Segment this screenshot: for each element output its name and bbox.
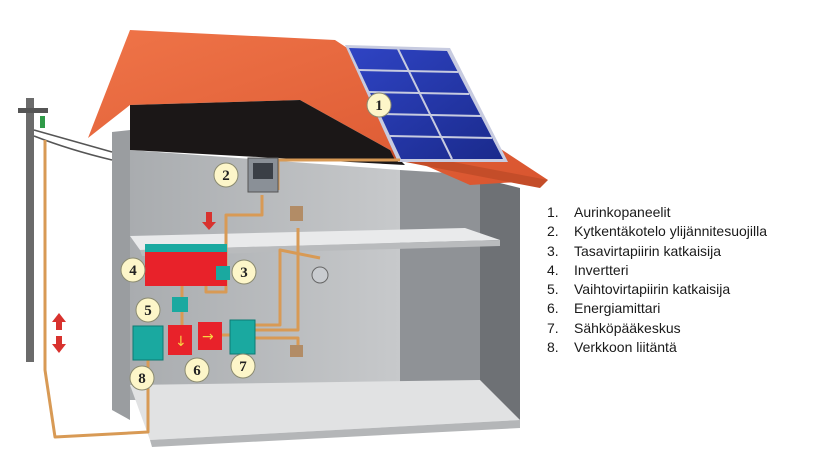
- cable-main-to-socket: [255, 228, 300, 332]
- arrow-up-icon: [52, 313, 66, 330]
- panel-grid-line: [389, 135, 493, 139]
- callout-3: 3: [231, 259, 257, 285]
- attic-shadow: [130, 100, 405, 165]
- energy-meter-b: [198, 322, 222, 350]
- pole-insulator: [40, 116, 45, 128]
- pole: [26, 98, 34, 362]
- inverter-box: [145, 248, 227, 286]
- svg-text:1: 1: [375, 98, 383, 114]
- legend-item: 5.Vaihtovirtapiirin katkaisija: [547, 281, 731, 298]
- service-wire: [33, 135, 113, 161]
- component-legend: 1.Aurinkopaneelit 2.Kytkentäkotelo ylijä…: [547, 203, 825, 357]
- ground-floor: [130, 380, 520, 440]
- solar-panel: [345, 45, 508, 162]
- legend-item: 6.Energiamittari: [547, 300, 661, 317]
- meter-arrow-icon: ↓: [175, 334, 187, 350]
- components: ↓ →: [132, 157, 329, 361]
- callout-6: 6: [184, 357, 210, 383]
- cable-main-to-lamp: [255, 248, 321, 327]
- pole-crossarm: [18, 108, 48, 113]
- callouts: 1 2 3 4 5 6 7 8: [120, 92, 392, 391]
- svg-text:5: 5: [144, 303, 152, 319]
- ac-switch: [172, 297, 188, 312]
- dc-switch: [216, 266, 230, 280]
- svg-text:4: 4: [129, 263, 137, 279]
- cables: [43, 140, 400, 439]
- floor-front-edge: [150, 420, 520, 447]
- callout-7: 7: [230, 353, 256, 379]
- legend-item: 4.Invertteri: [547, 261, 629, 278]
- callout-4: 4: [120, 257, 146, 283]
- right-outer-wall: [480, 178, 520, 420]
- callout-2: 2: [213, 162, 239, 188]
- wall-socket: [290, 345, 303, 357]
- back-wall: [130, 150, 400, 400]
- arrow-down-icon: [52, 336, 66, 353]
- grid-connection-box: [132, 325, 164, 361]
- arrow-down-icon: [202, 212, 216, 230]
- floor-edge: [140, 240, 500, 256]
- flow-arrows: [52, 212, 216, 353]
- legend-item: 3.Tasavirtapiirin katkaisija: [547, 242, 722, 259]
- utility-pole: [18, 98, 113, 362]
- svg-text:6: 6: [193, 363, 201, 379]
- cable-box-to-dc-switch: [224, 195, 264, 268]
- energy-meter-a: [168, 325, 192, 355]
- svg-text:2: 2: [222, 168, 230, 184]
- callout-5: 5: [135, 297, 161, 323]
- right-inner-wall: [400, 170, 480, 400]
- svg-text:8: 8: [138, 371, 146, 387]
- panel-grid-line: [378, 113, 482, 117]
- legend-item: 7.Sähköpääkeskus: [547, 319, 681, 336]
- panel-grid-line: [358, 69, 459, 73]
- legend-item: 8.Verkkoon liitäntä: [547, 339, 677, 356]
- solar-panel-cells: [349, 48, 503, 159]
- panel-grid-line: [368, 91, 470, 95]
- cable-grid-to-pole: [43, 140, 150, 439]
- inverter-top: [145, 244, 227, 252]
- legend-item: 1.Aurinkopaneelit: [547, 204, 671, 220]
- panel-grid-line: [397, 48, 453, 160]
- service-wire: [33, 129, 113, 153]
- cable-main-to-socket-low: [255, 336, 300, 345]
- svg-text:3: 3: [240, 265, 248, 281]
- junction-box-window: [253, 163, 273, 179]
- callout-8: 8: [129, 365, 155, 391]
- light-bulb-icon: [311, 266, 329, 284]
- left-outer-wall: [112, 130, 130, 420]
- callout-1: 1: [366, 92, 392, 118]
- wall-socket: [290, 206, 303, 221]
- svg-text:7: 7: [239, 359, 247, 375]
- meter-arrow-icon: →: [202, 329, 214, 345]
- main-panel: [229, 319, 256, 355]
- legend-item: 2.Kytkentäkotelo ylijännitesuojilla: [547, 223, 767, 240]
